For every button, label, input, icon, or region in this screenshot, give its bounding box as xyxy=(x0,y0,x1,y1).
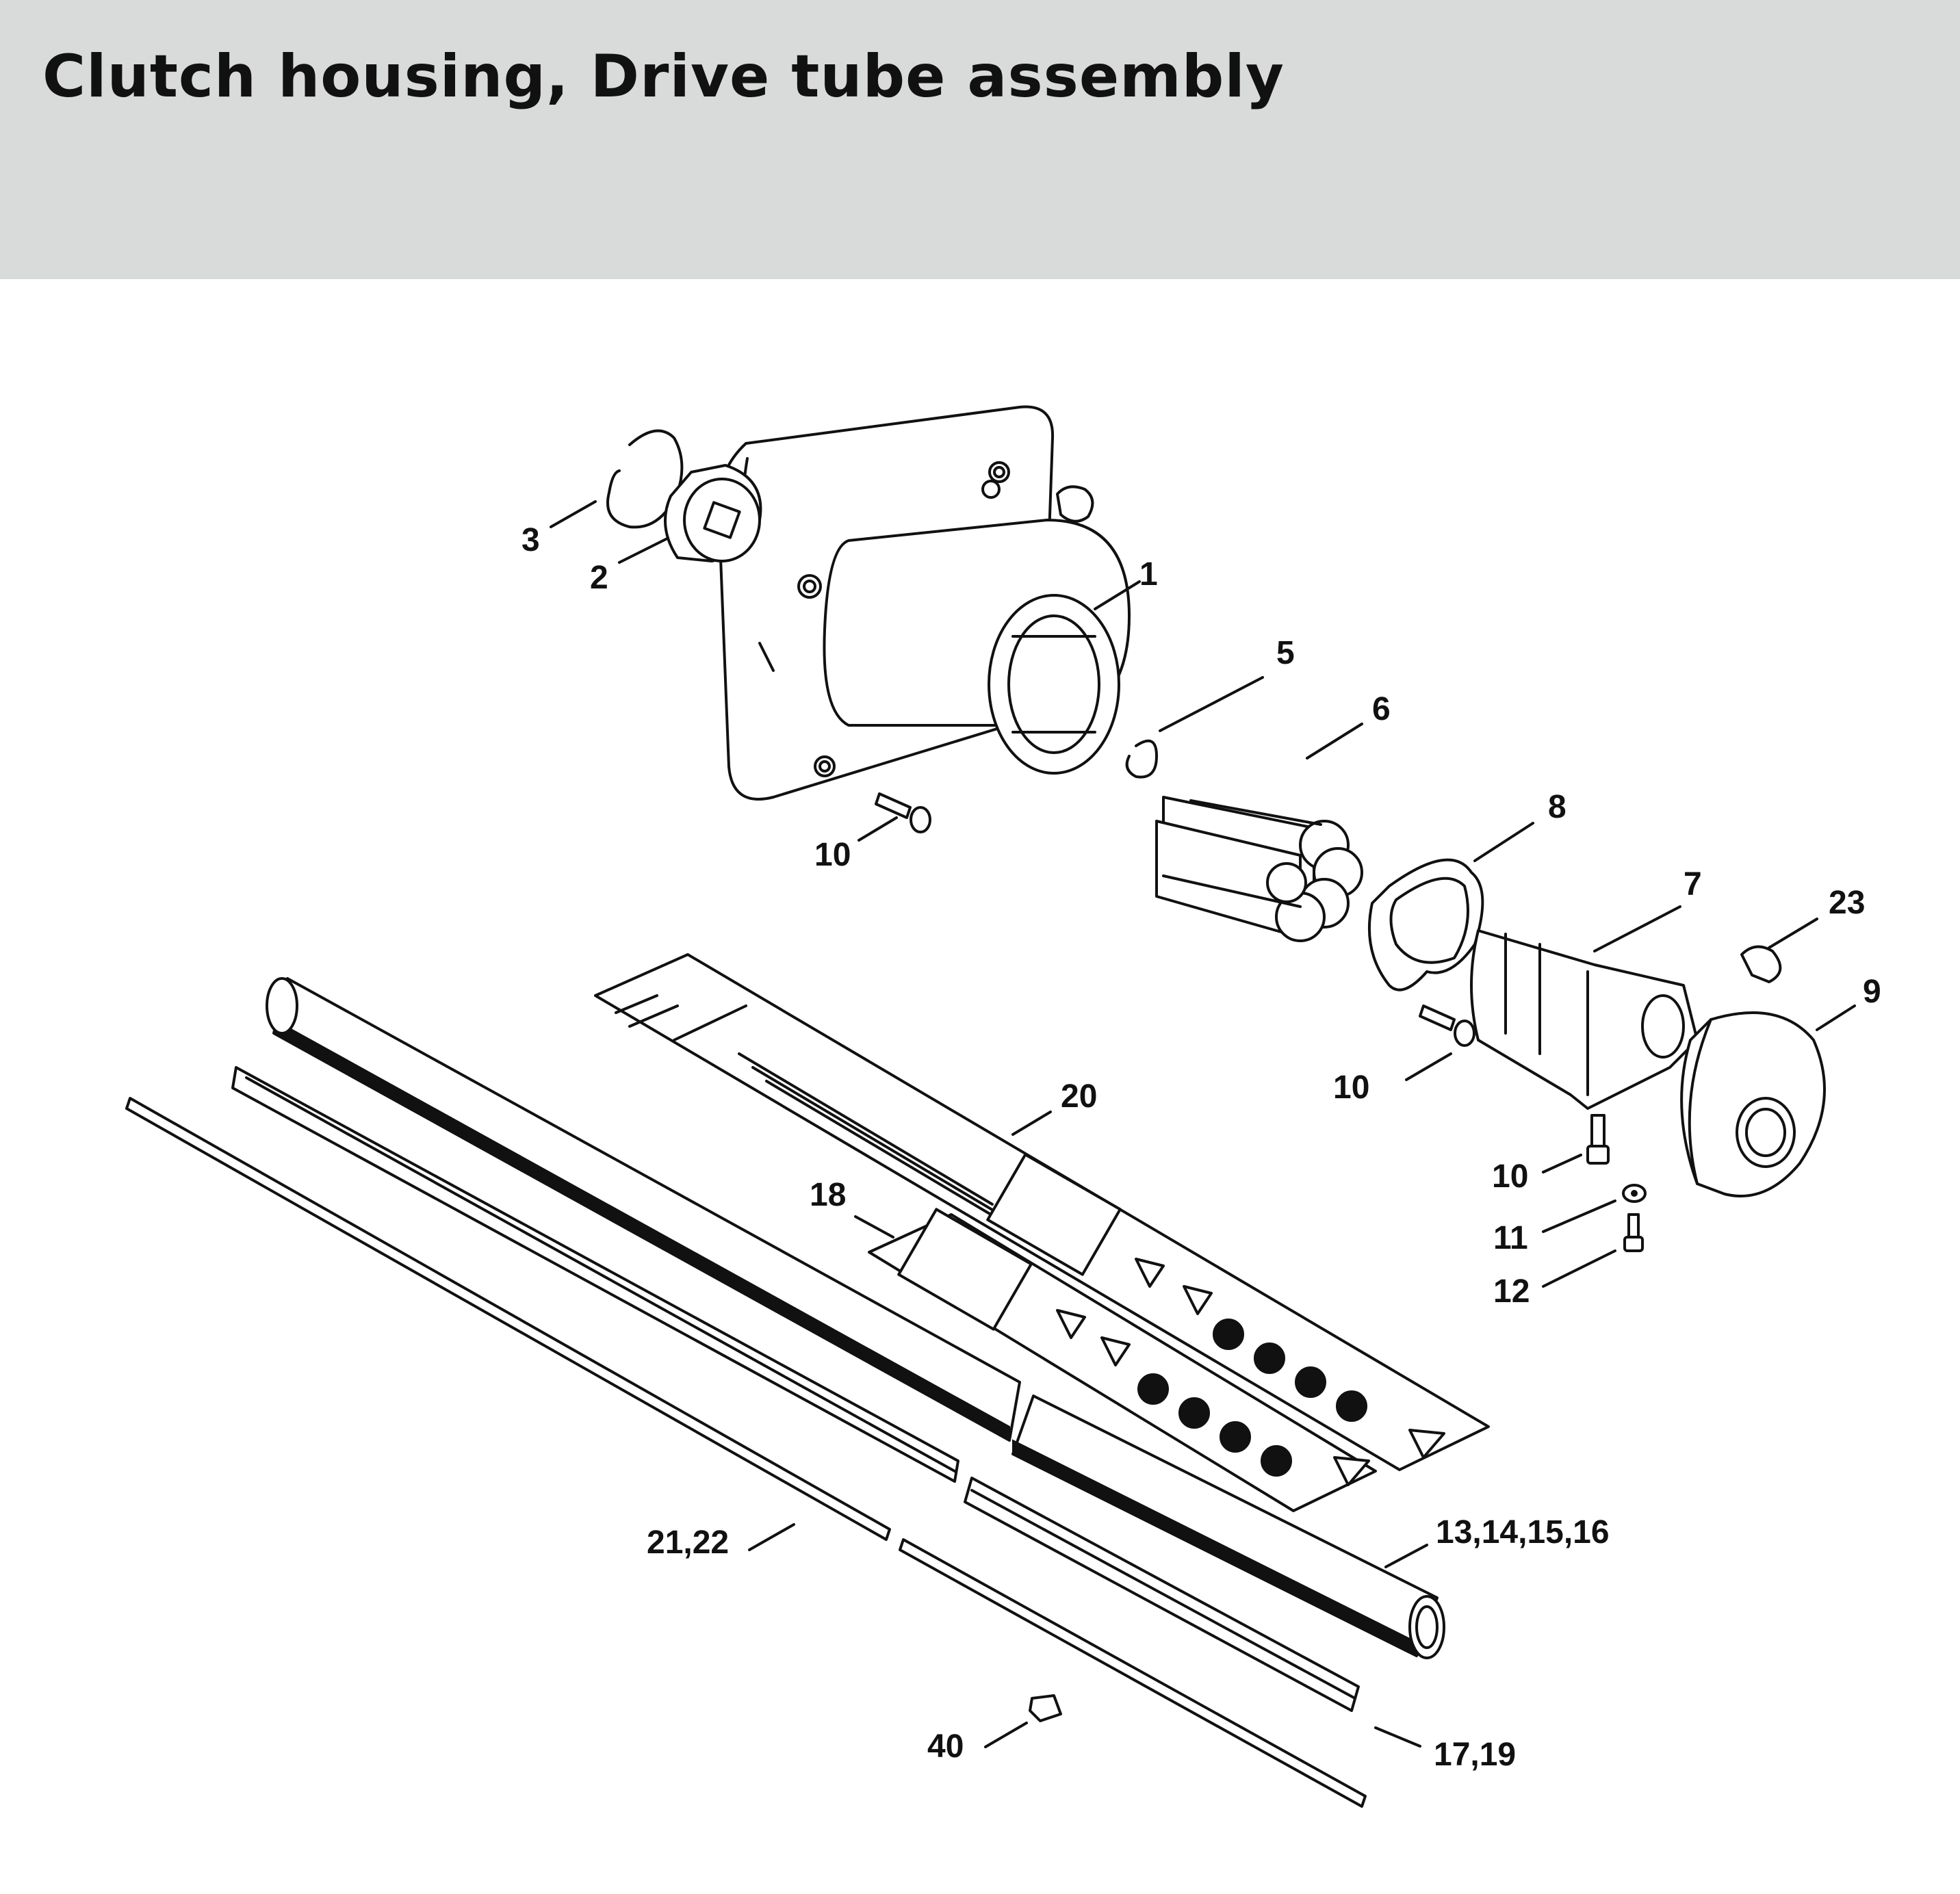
callout-12: 12 xyxy=(1493,1273,1530,1310)
callout-8: 8 xyxy=(1548,789,1566,825)
cover-part xyxy=(1680,1011,1826,1197)
circlip-part xyxy=(606,429,684,529)
callout-13-14-15-16: 13,14,15,16 xyxy=(1436,1514,1610,1551)
callout-10: 10 xyxy=(1492,1158,1528,1195)
callout-1: 1 xyxy=(1139,556,1158,593)
callout-6: 6 xyxy=(1372,691,1391,727)
nut-part xyxy=(1029,1694,1062,1722)
screw-part xyxy=(1623,1213,1644,1252)
exploded-parts-diagram: 1 2 3 5 6 7 8 9 10 10 10 11 12 13,14,15,… xyxy=(125,405,1881,1808)
callout-11: 11 xyxy=(1493,1220,1528,1256)
rubber-element-part xyxy=(1155,796,1363,942)
leader-lines xyxy=(550,500,1856,1748)
page-title: Clutch housing, Drive tube assembly xyxy=(42,42,1285,111)
callout-21-22: 21,22 xyxy=(647,1525,729,1561)
liner-part xyxy=(231,1066,1360,1712)
callout-17-19: 17,19 xyxy=(1434,1737,1516,1773)
callout-10: 10 xyxy=(814,837,851,873)
callout-40: 40 xyxy=(927,1728,964,1765)
decal-icons xyxy=(1056,1258,1445,1486)
callout-10: 10 xyxy=(1333,1069,1369,1106)
ball-bearing-part xyxy=(664,464,762,562)
clamp-bracket-part xyxy=(1470,929,1699,1110)
callout-5: 5 xyxy=(1276,635,1295,671)
clutch-housing-part xyxy=(717,405,1131,801)
screw-part xyxy=(875,792,931,833)
callout-18: 18 xyxy=(810,1177,846,1213)
callout-9: 9 xyxy=(1863,974,1881,1010)
clip-part xyxy=(1740,945,1782,983)
callout-2: 2 xyxy=(590,560,608,596)
drive-shaft-part xyxy=(125,1097,1367,1808)
callout-23: 23 xyxy=(1829,885,1865,921)
callout-20: 20 xyxy=(1061,1078,1097,1115)
snap-ring-part xyxy=(1125,739,1158,779)
drive-tube-part xyxy=(266,977,1445,1659)
callout-7: 7 xyxy=(1684,866,1702,903)
callout-labels: 1 2 3 5 6 7 8 9 10 10 10 11 12 13,14,15,… xyxy=(521,522,1881,1773)
callout-3: 3 xyxy=(521,522,540,558)
screw-part xyxy=(1419,1004,1475,1047)
screw-part xyxy=(1586,1114,1610,1165)
title-banner: Clutch housing, Drive tube assembly xyxy=(0,0,1960,279)
